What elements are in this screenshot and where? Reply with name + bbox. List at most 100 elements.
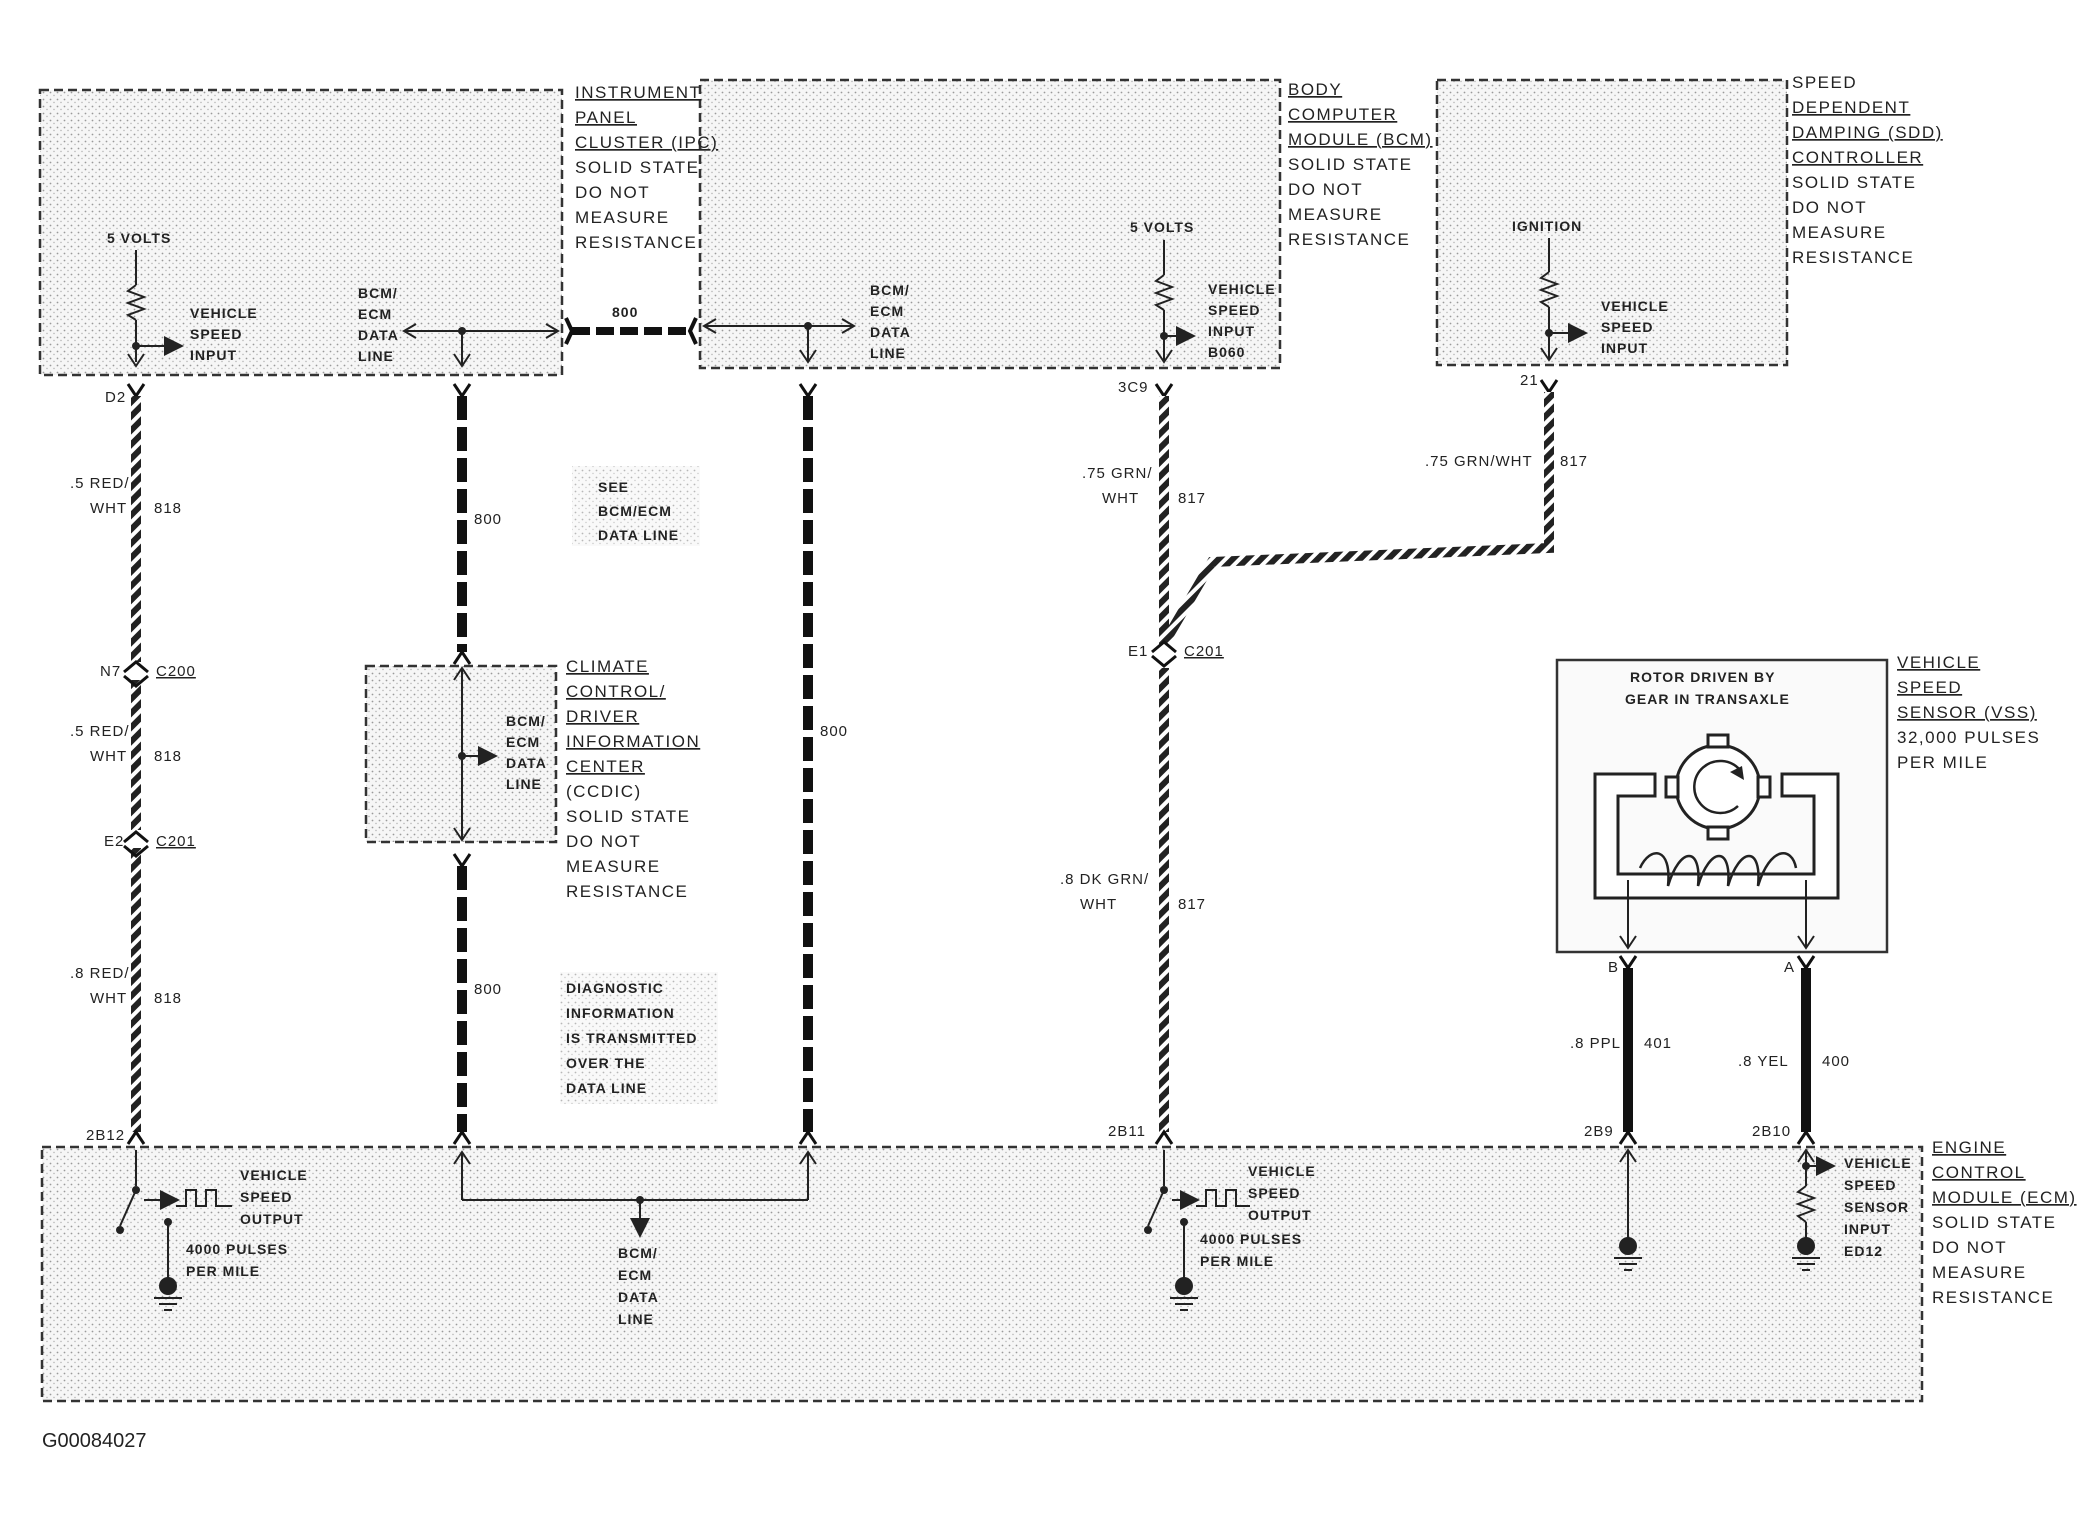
sdd-note-line-4: RESISTANCE [1792, 248, 1914, 267]
ecm-note-line-3: MEASURE [1932, 1263, 2027, 1282]
ipc-data-line-1: BCM/ [358, 285, 398, 301]
sdd-vsi-line-2: SPEED [1601, 319, 1653, 335]
ipc-note-line-3: MEASURE [575, 208, 670, 227]
connector-c201-left: E2 C201 [104, 830, 196, 858]
ecm-note-line-1: SOLID STATE [1932, 1213, 2057, 1232]
ecm-pulse-left-line-2: PER MILE [186, 1263, 260, 1279]
wire-818-bot-circuit: 818 [154, 990, 182, 1007]
wire-818-top-color-2: WHT [90, 500, 127, 517]
ecm-vso-right-line-3: OUTPUT [1248, 1207, 1312, 1223]
connector-c201-right-label: C201 [1184, 643, 1224, 660]
vss-magnet-core [1593, 772, 1840, 900]
ipc-data-line-3: DATA [358, 327, 399, 343]
ecm-vssi-line-2: SPEED [1844, 1177, 1896, 1193]
ecm-data-line-2: ECM [618, 1267, 652, 1283]
bcm-5-volts-label: 5 VOLTS [1130, 219, 1194, 235]
ecm-note-line-2: DO NOT [1932, 1238, 2007, 1257]
wire-818: .5 RED/ WHT 818 .5 RED/ WHT 818 .8 RED/ … [70, 383, 182, 1145]
diagnostic-info-note: DIAGNOSTIC INFORMATION IS TRANSMITTED OV… [560, 972, 718, 1104]
sdd-vsi-line-1: VEHICLE [1601, 298, 1669, 314]
sdd-note-line-1: SOLID STATE [1792, 173, 1917, 192]
ecm-vss-input: VEHICLE SPEED SENSOR INPUT ED12 [1792, 1148, 1912, 1271]
bcm-data-line-3: DATA [870, 324, 911, 340]
ipc-pin-d2: D2 [105, 389, 126, 406]
ecm-vssi-line-1: VEHICLE [1844, 1155, 1912, 1171]
ecm-pin-labels: 2B12 2B11 2B9 2B10 [86, 1123, 1791, 1144]
wire-817-bot-color-2: WHT [1080, 896, 1117, 913]
ipc-note-line-4: RESISTANCE [575, 233, 697, 252]
ipc-5-volts-label: 5 VOLTS [107, 230, 171, 246]
bcm-note-line-2: DO NOT [1288, 180, 1363, 199]
connector-e2-pin: E2 [104, 833, 124, 850]
wire-818-top-circuit: 818 [154, 500, 182, 517]
ecm-ground-left-icon [154, 1277, 182, 1311]
figure-id: G00084027 [42, 1430, 147, 1452]
wire-400-circuit: 400 [1822, 1053, 1850, 1070]
wire-817: .75 GRN/ WHT 817 .75 GRN/WHT 817 .8 DK G… [1060, 379, 1588, 1145]
vss-title-line-2: SPEED [1897, 678, 1962, 697]
sdd-title: SPEED DEPENDENT DAMPING (SDD) CONTROLLER… [1792, 73, 1941, 267]
ecm-title-line-3: MODULE (ECM) [1932, 1188, 2077, 1207]
ecm-vso-left-line-1: VEHICLE [240, 1167, 308, 1183]
ecm-vssi-line-5: ED12 [1844, 1243, 1883, 1259]
ecm-pulse-right-line-2: PER MILE [1200, 1253, 1274, 1269]
ecm-vso-left: VEHICLE SPEED OUTPUT 4000 PULSES PER MIL… [116, 1150, 308, 1311]
bcm-note-line-4: RESISTANCE [1288, 230, 1410, 249]
ipc-data-line-2: ECM [358, 306, 392, 322]
ipc-title-line-2: PANEL [575, 108, 637, 127]
vss-title-line-3: SENSOR (VSS) [1897, 703, 2037, 722]
wire-818-bot-color-1: .8 RED/ [70, 965, 130, 982]
see-data-line-note: SEE BCM/ECM DATA LINE [572, 466, 700, 546]
sdd-vsi-line-3: INPUT [1601, 340, 1648, 356]
connector-c201-left-label: C201 [156, 833, 196, 850]
ecm-ground-right-icon [1170, 1277, 1198, 1311]
ccdic-internal-circuit: BCM/ ECM DATA LINE [453, 666, 546, 842]
wire-818-mid-color-1: .5 RED/ [70, 723, 130, 740]
ecm-vso-right-line-2: SPEED [1248, 1185, 1300, 1201]
bcm-vsi-line-1: VEHICLE [1208, 281, 1276, 297]
ecm-data-line-junction: BCM/ ECM DATA LINE [453, 1150, 817, 1327]
diag-note-line-1: DIAGNOSTIC [566, 980, 664, 996]
diag-note-line-4: OVER THE [566, 1055, 646, 1071]
ccdic-note-line-2: SOLID STATE [566, 807, 691, 826]
wire-800-bot-circuit: 800 [474, 981, 502, 998]
vss-coil-icon [1638, 852, 1798, 887]
ecm-vso-right-line-1: VEHICLE [1248, 1163, 1316, 1179]
ecm-data-line-3: DATA [618, 1289, 659, 1305]
sdd-note-line-2: DO NOT [1792, 198, 1867, 217]
bcm-resistor-symbol [1153, 274, 1175, 311]
ecm-vssi-line-4: INPUT [1844, 1221, 1891, 1237]
ipc-note-line-2: DO NOT [575, 183, 650, 202]
vss-note-line-1: 32,000 PULSES [1897, 728, 2040, 747]
ecm-vso-left-line-3: OUTPUT [240, 1211, 304, 1227]
ipc-title-line-1: INSTRUMENT [575, 83, 701, 102]
ecm-pin-2b10: 2B10 [1752, 1123, 1791, 1140]
sdd-title-line-4: CONTROLLER [1792, 148, 1923, 167]
wire-817-bot-color-1: .8 DK GRN/ [1060, 871, 1149, 888]
wire-818-mid-circuit: 818 [154, 748, 182, 765]
wire-800-top-circuit: 800 [474, 511, 502, 528]
ipc-vsi-line-2: SPEED [190, 326, 242, 342]
ipc-internal-circuit: 5 VOLTS VEHICLE SPEED INPUT BCM/ ECM DAT… [105, 230, 560, 406]
bcm-vsi-line-3: INPUT [1208, 323, 1255, 339]
wire-800-left: 800 800 [452, 383, 502, 1145]
ecm-data-line-4: LINE [618, 1311, 654, 1327]
ecm-ground-vss-a-icon [1792, 1237, 1820, 1271]
see-note-line-2: BCM/ECM [598, 503, 672, 519]
bcm-data-line-2: ECM [870, 303, 904, 319]
bcm-note-line-1: SOLID STATE [1288, 155, 1413, 174]
ecm-pulse-left-line-1: 4000 PULSES [186, 1241, 288, 1257]
sdd-title-line-2: DEPENDENT [1792, 98, 1910, 117]
vss-pin-b: B [1608, 959, 1619, 976]
ecm-title-line-2: CONTROL [1932, 1163, 2026, 1182]
wire-401-color: .8 PPL [1570, 1035, 1621, 1052]
wire-817-sdd-circuit: 817 [1560, 453, 1588, 470]
ipc-title: INSTRUMENT PANEL CLUSTER (IPC) SOLID STA… [575, 83, 717, 252]
ipc-vsi-line-3: INPUT [190, 347, 237, 363]
vss-rotor-line-2: GEAR IN TRANSAXLE [1625, 691, 1790, 707]
wire-800-right: 800 [798, 383, 847, 1145]
wire-400-color: .8 YEL [1738, 1053, 1789, 1070]
ecm-pin-2b11: 2B11 [1108, 1123, 1146, 1140]
ecm-pin-2b9: 2B9 [1584, 1123, 1614, 1140]
